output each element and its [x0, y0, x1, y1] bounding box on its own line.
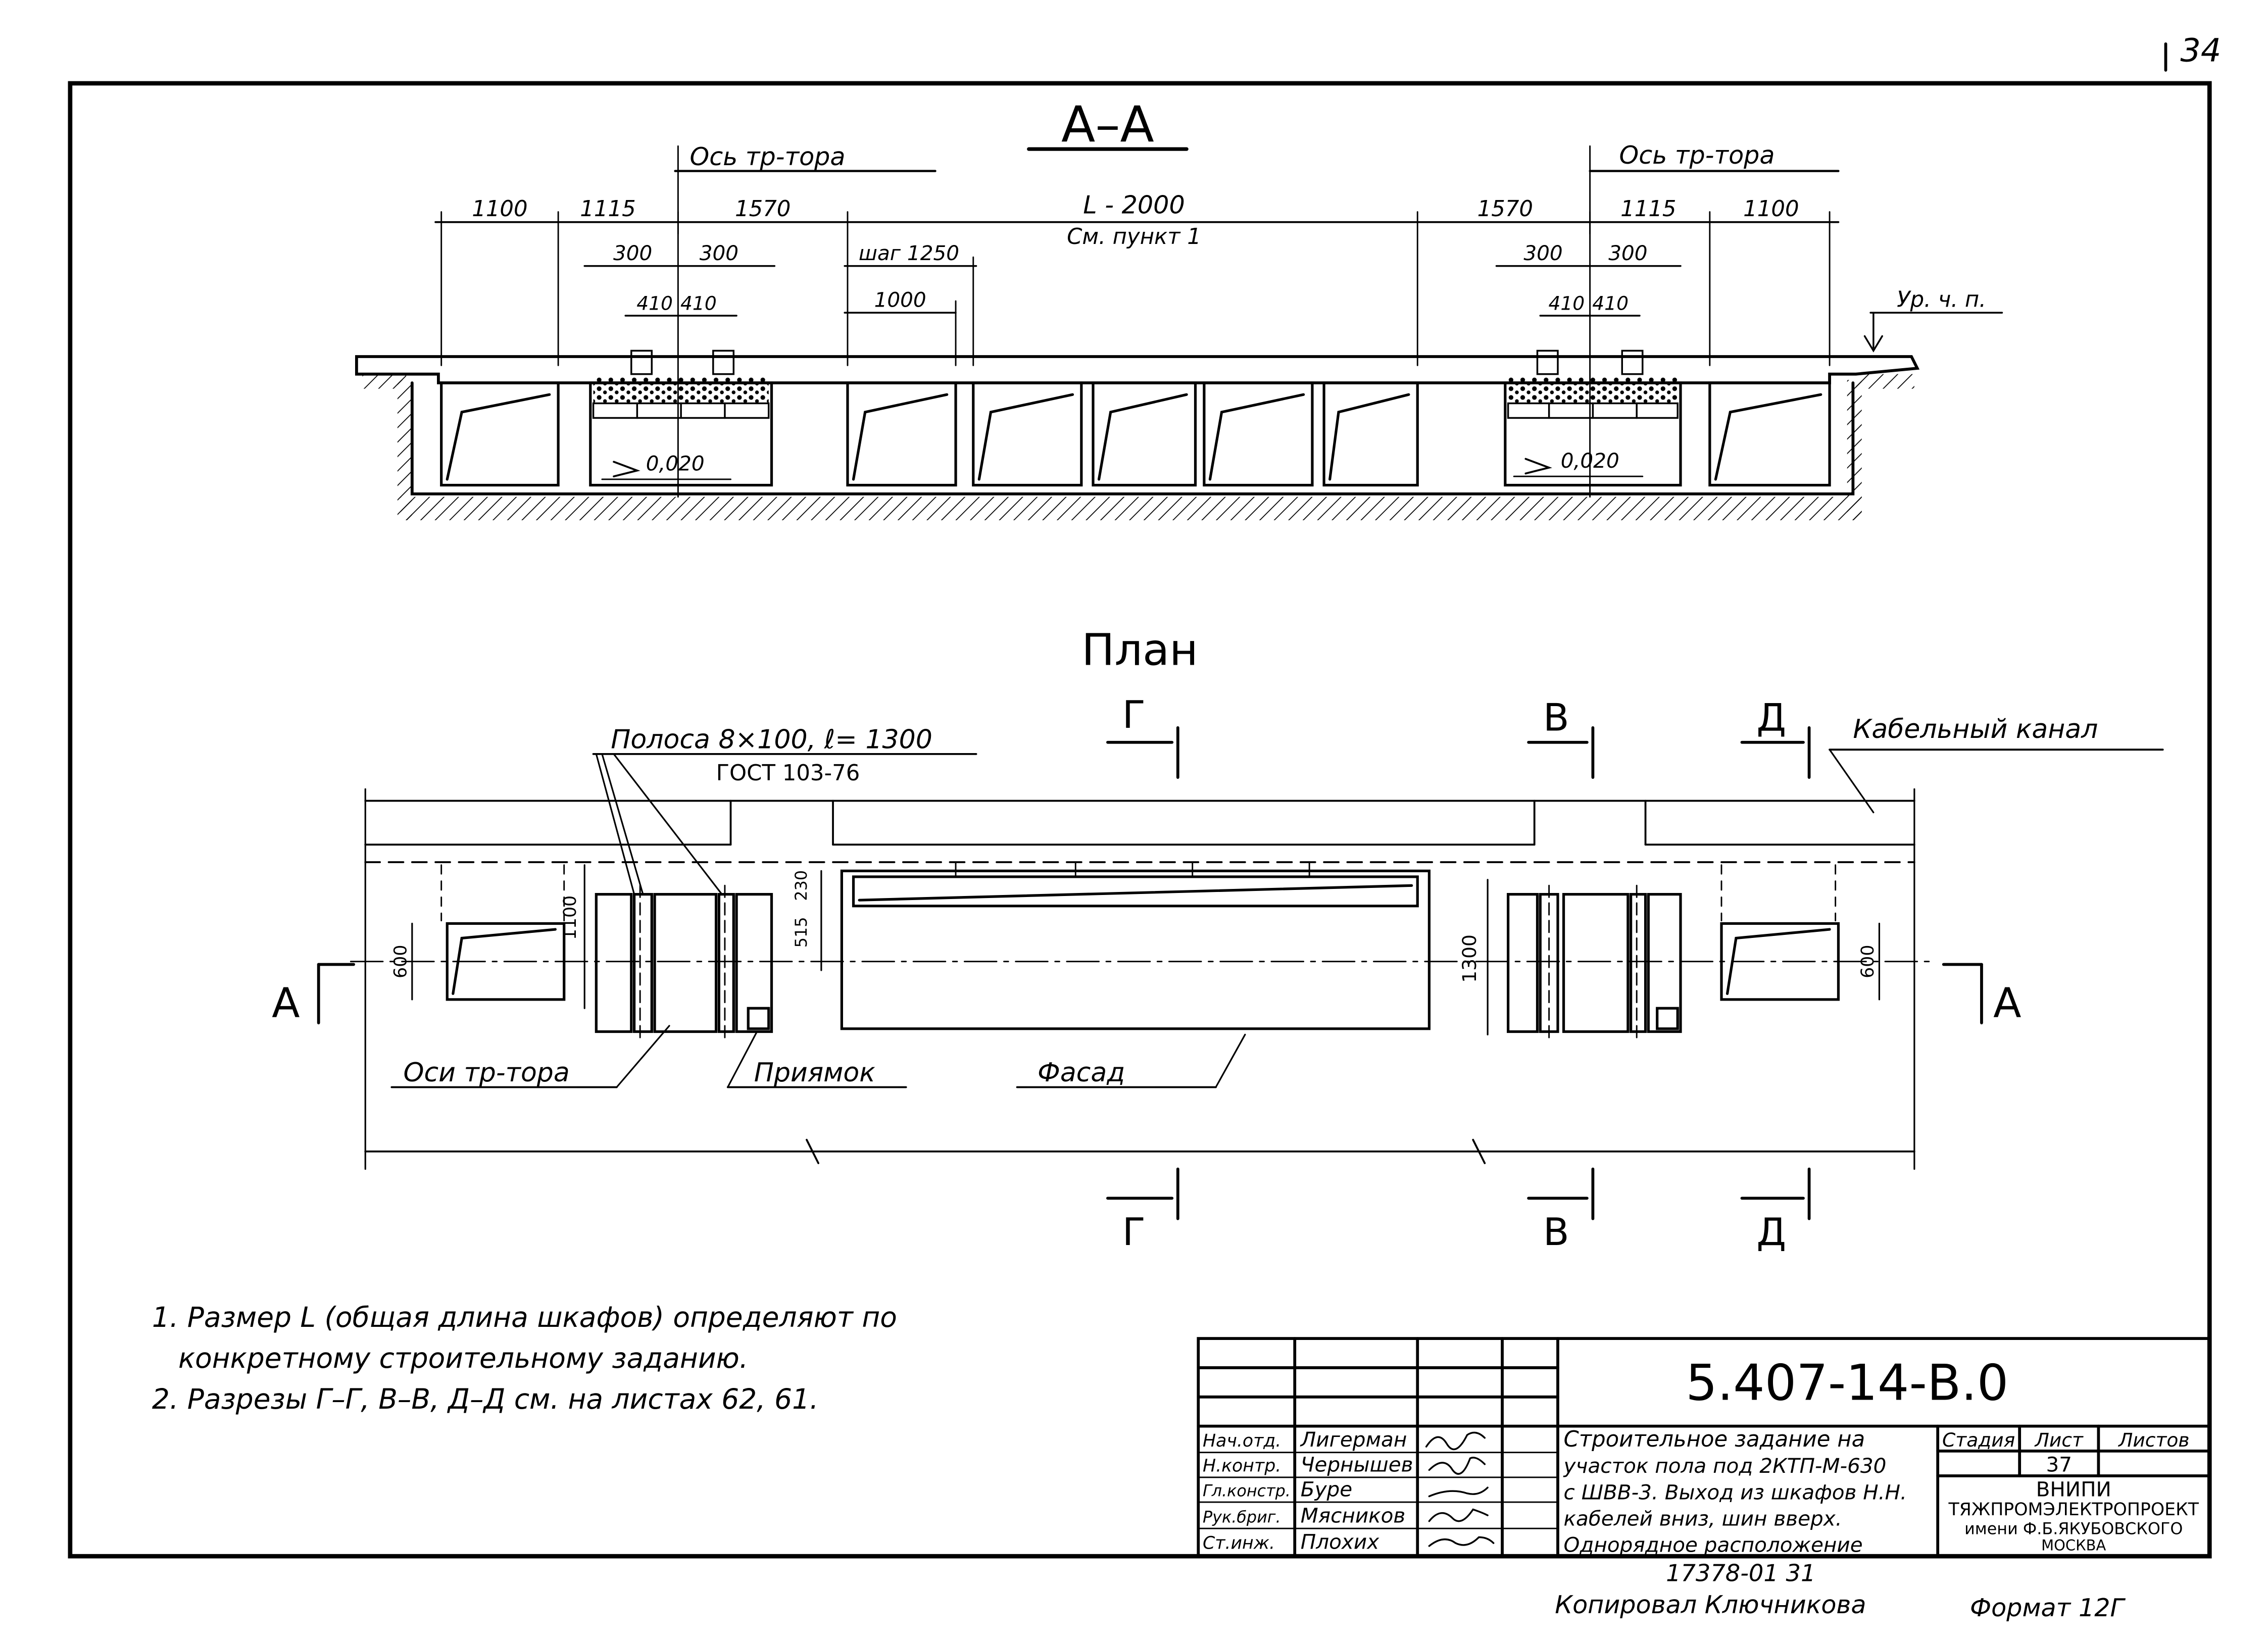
dim-center: L - 2000 [1083, 190, 1185, 219]
cable-channel-label: Кабельный канал [1853, 714, 2098, 744]
dim-300-c: 300 [1523, 241, 1562, 265]
sheet-number: 34 [2180, 32, 2221, 70]
pit-label: Приямок [754, 1058, 875, 1088]
plan-view: План Полоса 8×100, ℓ= 1300 ГОСТ 103-76 К… [272, 624, 2164, 1254]
strip-standard: ГОСТ 103-76 [716, 761, 860, 786]
dim-1115-right: 1115 [1620, 196, 1676, 222]
dim-1000: 1000 [874, 288, 926, 312]
inventory-number: 17378-01 31 [1666, 1559, 1815, 1586]
note-1b: конкретному строительному заданию. [178, 1342, 748, 1374]
slope-left: 0,020 [646, 452, 705, 476]
desc-1: участок пола под 2КТП-М-630 [1563, 1454, 1887, 1478]
section-title: А–А [1061, 96, 1154, 154]
desc-0: Строительное задание на [1564, 1427, 1865, 1452]
notes: 1. Размер L (общая длина шкафов) определ… [152, 1301, 897, 1415]
plan-title: План [1081, 624, 1198, 675]
footer: 17378-01 31 Копировал Ключникова Формат … [1555, 1559, 2126, 1622]
role-4: Ст.инж. [1203, 1533, 1275, 1554]
facade-label: Фасад [1038, 1058, 1125, 1088]
name-1: Чернышев [1301, 1452, 1413, 1476]
desc-4: Однорядное расположение [1564, 1532, 1863, 1557]
signatures [1425, 1431, 1495, 1547]
dim-center-note: См. пункт 1 [1067, 224, 1201, 250]
role-3: Рук.бриг. [1203, 1508, 1281, 1527]
dim-300-d: 300 [1608, 241, 1647, 265]
plan-dim-600-right: 600 [1858, 945, 1878, 978]
dim-1100-left: 1100 [472, 196, 527, 222]
strip-label: Полоса 8×100, ℓ= 1300 [611, 724, 932, 755]
stage-header: Стадия [1942, 1429, 2015, 1451]
dim-step: шаг 1250 [859, 241, 959, 265]
org-line-2: ТЯЖПРОМЭЛЕКТРОПРОЕКТ [1948, 1500, 2199, 1520]
name-3: Мясников [1301, 1504, 1405, 1528]
role-1: Н.контр. [1203, 1456, 1281, 1476]
cut-a-left: А [272, 980, 300, 1027]
drawing-frame [68, 81, 2212, 1559]
dim-1100-right: 1100 [1743, 196, 1799, 222]
name-4: Плохих [1301, 1530, 1379, 1554]
plan-dim-1100: 1100 [560, 896, 580, 940]
desc-2: с ШВВ-3. Выход из шкафов Н.Н. [1564, 1480, 1907, 1504]
dim-1570-left: 1570 [735, 196, 791, 222]
copied-by: Копировал Ключникова [1555, 1590, 1866, 1619]
role-0: Нач.отд. [1203, 1431, 1281, 1451]
plan-dim-515: 515 [792, 917, 811, 948]
cut-v-top: В [1543, 695, 1569, 740]
cut-a-right: А [1993, 980, 2021, 1027]
slope-right: 0,020 [1561, 449, 1619, 473]
floor-level-label: Ур. ч. п. [1897, 287, 1986, 313]
cut-d-bottom: Д [1756, 1210, 1786, 1254]
sheet-value: 37 [2046, 1452, 2073, 1476]
dim-410-c: 410 [1548, 292, 1585, 314]
section-axis-label-left: Ось тр-тора [690, 142, 846, 171]
cut-g-top: Г [1122, 692, 1146, 737]
doc-code: 5.407-14-В.0 [1686, 1355, 2008, 1412]
cut-v-bottom: В [1543, 1210, 1569, 1254]
axes-label: Оси тр-тора [403, 1058, 569, 1088]
dim-1570-right: 1570 [1477, 196, 1533, 222]
dim-300-b: 300 [700, 241, 738, 265]
floor-slab [355, 355, 1920, 384]
note-2: 2. Разрезы Г–Г, В–В, Д–Д см. на листах 6… [152, 1383, 819, 1415]
org-line-3: имени Ф.Б.ЯКУБОВСКОГО [1964, 1519, 2183, 1538]
dim-410-d: 410 [1592, 292, 1629, 314]
role-2: Гл.констр. [1203, 1481, 1291, 1501]
sheet-header: Лист [2034, 1429, 2084, 1451]
cut-d-top: Д [1756, 695, 1786, 740]
desc-3: кабелей вниз, шин вверх. [1564, 1506, 1842, 1530]
org-line-1: ВНИПИ [2036, 1477, 2111, 1502]
section-a-a: А–А Ось тр-тора Ось тр-тора 1100 1115 15… [355, 96, 2003, 520]
plan-dim-600-left: 600 [390, 945, 411, 978]
cut-g-bottom: Г [1122, 1210, 1146, 1254]
dim-410-b: 410 [680, 292, 717, 314]
org-line-4: МОСКВА [2041, 1537, 2106, 1554]
sheets-header: Листов [2117, 1429, 2189, 1451]
dim-300-a: 300 [613, 241, 652, 265]
name-2: Буре [1301, 1477, 1352, 1502]
section-axis-label-right: Ось тр-тора [1619, 140, 1774, 170]
dim-1115-left: 1115 [580, 196, 635, 222]
name-0: Лигерман [1300, 1427, 1407, 1452]
title-block: 5.407-14-В.0 Нач.отд. Н.контр. Гл.констр… [1197, 1337, 2211, 1558]
dim-410-a: 410 [636, 292, 673, 314]
sheet-format: Формат 12Г [1970, 1593, 2126, 1622]
plan-dim-230: 230 [792, 870, 811, 901]
plan-dim-1300: 1300 [1458, 934, 1481, 983]
note-1a: 1. Размер L (общая длина шкафов) определ… [152, 1301, 897, 1333]
